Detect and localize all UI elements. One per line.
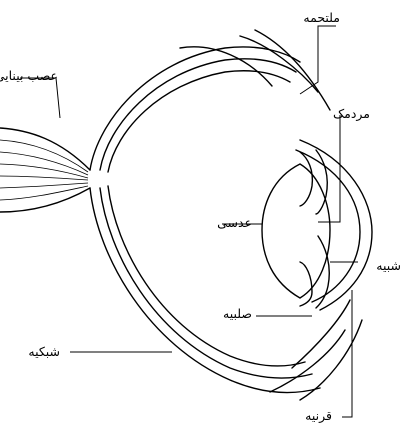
lens — [262, 164, 330, 298]
retina-outline — [108, 71, 305, 366]
label-retina: شبکیه — [28, 344, 60, 359]
label-cornea: قرنیه — [305, 408, 332, 424]
cornea — [300, 140, 372, 310]
leader-lines — [20, 26, 358, 417]
label-conjunctiva: ملتحمه — [303, 10, 340, 25]
label-iris-partial: شبیه — [376, 258, 401, 273]
label-sclera: صلبیه — [223, 306, 252, 321]
label-optic-nerve: عصب بینایی — [0, 68, 58, 83]
optic-nerve — [0, 128, 90, 212]
label-pupil: مردمک — [333, 106, 370, 122]
choroid-outline — [100, 59, 312, 378]
label-lens: عدسی — [217, 215, 252, 230]
sclera-outline — [90, 47, 320, 393]
